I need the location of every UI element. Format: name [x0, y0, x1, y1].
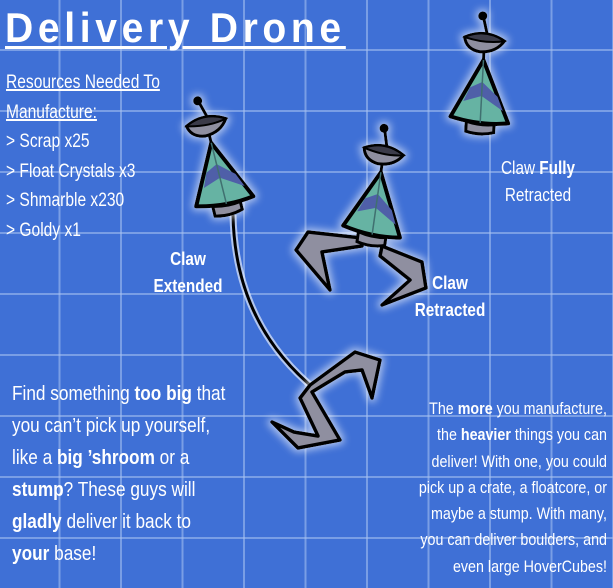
text: deliver! With one, you could: [431, 451, 607, 471]
extended-claw: [270, 350, 382, 450]
bold-text: your: [12, 542, 50, 565]
label-line: Claw: [170, 249, 206, 269]
bold-text: too big: [134, 382, 192, 405]
drone-claw-extended: [168, 86, 259, 224]
resource-item: > Float Crystals x3: [6, 160, 136, 182]
label-claw-fully-retracted: Claw Fully Retracted: [487, 155, 589, 209]
text: you can deliver boulders, and: [420, 530, 607, 550]
bold-text: gladly: [12, 510, 62, 533]
bold-text: more: [457, 399, 493, 418]
text: you manufacture,: [492, 399, 607, 418]
claw-cable: [229, 214, 313, 388]
text: like a: [12, 446, 57, 469]
retracted-claw-left: [294, 230, 364, 292]
label-line: Retracted: [414, 300, 486, 320]
label-line: Retracted: [504, 185, 572, 205]
text: ? These guys will: [63, 478, 196, 501]
resource-item: > Goldy x1: [6, 219, 81, 241]
text: you can’t pick up yourself,: [12, 414, 211, 437]
drone-claw-retracted: [338, 118, 418, 252]
page-title: Delivery Drone: [5, 4, 346, 51]
text: Find something: [12, 382, 135, 405]
retracted-claw-right: [378, 244, 428, 307]
text: that: [191, 382, 226, 405]
label-line: Claw Fully: [487, 155, 589, 182]
bold-text: big ’shroom: [56, 446, 155, 469]
right-description: The more you manufacture, the heavier th…: [419, 396, 607, 580]
bold-text: heavier: [460, 425, 511, 445]
resources-heading: Resources Needed To: [6, 72, 160, 93]
resources-heading-2: Manufacture:: [6, 101, 97, 123]
resources-list: Resources Needed To Manufacture: > Scrap…: [6, 68, 160, 245]
text: The: [429, 399, 458, 418]
label-line: Claw: [432, 273, 468, 293]
bold-text: stump: [12, 478, 64, 501]
text: maybe a stump. With many,: [431, 504, 607, 524]
text: pick up a crate, a floatcore, or: [418, 477, 607, 497]
text: or a: [154, 446, 190, 469]
text: things you can: [510, 425, 607, 445]
resource-item: > Scrap x25: [6, 131, 90, 152]
text: the: [437, 425, 461, 445]
resource-item: > Shmarble x230: [6, 190, 125, 211]
text: base!: [49, 542, 97, 565]
label-claw-extended: Claw Extended: [146, 246, 231, 300]
label-text: Claw: [501, 158, 540, 178]
text: even large HoverCubes!: [453, 556, 607, 576]
label-claw-retracted: Claw Retracted: [408, 270, 493, 324]
drone-claw-fully-retracted: [450, 10, 514, 135]
label-line: Extended: [153, 276, 223, 296]
left-description: Find something too big that you can’t pi…: [12, 378, 225, 570]
label-bold: Fully: [539, 158, 575, 178]
text: deliver it back to: [61, 510, 191, 533]
